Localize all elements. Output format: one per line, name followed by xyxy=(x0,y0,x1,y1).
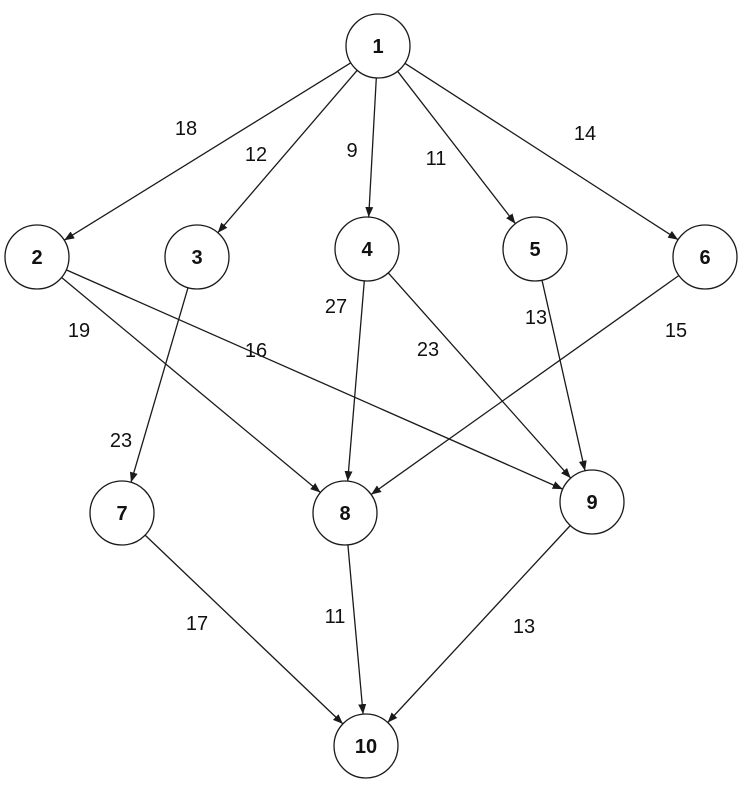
edge-weight-8-10: 11 xyxy=(325,606,346,628)
edge-weight-6-8: 15 xyxy=(665,320,687,342)
node-2: 2 xyxy=(4,224,70,290)
edge-weight-1-5: 11 xyxy=(426,148,447,170)
node-8-label: 8 xyxy=(339,503,350,525)
edge-3-to-7-arrow xyxy=(129,287,189,483)
node-4: 4 xyxy=(334,216,400,282)
edge-7-to-10-arrow xyxy=(144,534,344,725)
edge-weight-5-9: 13 xyxy=(525,307,547,329)
edge-1-to-2-arrow xyxy=(63,62,352,241)
edge-weight-7-10: 17 xyxy=(186,613,208,635)
edge-1-to-6-arrow xyxy=(404,62,679,241)
edge-weight-3-7: 23 xyxy=(110,430,132,452)
node-7: 7 xyxy=(89,480,155,546)
node-7-label: 7 xyxy=(116,503,127,525)
edge-9-to-10-arrow xyxy=(387,525,571,723)
edge-weight-4-8: 27 xyxy=(325,296,347,318)
edge-4-to-8-arrow xyxy=(344,280,365,482)
node-6-circle xyxy=(672,224,738,290)
edge-8-to-10-arrow xyxy=(347,544,367,715)
edge-2-to-8-arrow xyxy=(61,277,321,493)
node-3-circle xyxy=(164,224,230,290)
node-8: 8 xyxy=(312,480,378,546)
node-5-label: 5 xyxy=(529,239,540,261)
node-10: 10 xyxy=(333,713,399,779)
node-3: 3 xyxy=(164,224,230,290)
node-5-circle xyxy=(502,216,568,282)
node-1-circle xyxy=(345,13,411,79)
edge-4-to-9-arrow xyxy=(387,272,572,479)
edge-weight-9-10: 13 xyxy=(513,616,535,638)
node-4-label: 4 xyxy=(361,239,373,261)
edge-5-to-9-arrow xyxy=(541,280,587,471)
node-9: 9 xyxy=(559,469,625,535)
edge-weight-1-3: 12 xyxy=(245,144,267,166)
node-10-label: 10 xyxy=(355,736,377,758)
node-6: 6 xyxy=(672,224,738,290)
edges-layer xyxy=(61,62,680,725)
node-1-label: 1 xyxy=(372,36,383,58)
edge-weight-1-4: 9 xyxy=(346,140,357,162)
node-2-label: 2 xyxy=(31,247,42,269)
node-5: 5 xyxy=(502,216,568,282)
node-8-circle xyxy=(312,480,378,546)
node-4-circle xyxy=(334,216,400,282)
node-10-circle xyxy=(333,713,399,779)
edge-weight-1-2: 18 xyxy=(175,118,197,140)
node-9-circle xyxy=(559,469,625,535)
edge-weights-layer: 18 12 9 11 14 19 16 23 27 23 13 15 17 11 13 xyxy=(68,118,687,638)
edge-6-to-8-arrow xyxy=(370,274,680,496)
edge-weight-1-6: 14 xyxy=(574,123,596,145)
node-7-circle xyxy=(89,480,155,546)
edge-2-to-9-arrow xyxy=(66,269,563,490)
edge-1-to-5-arrow xyxy=(397,70,516,225)
edge-weight-2-8: 19 xyxy=(68,320,90,342)
node-3-label: 3 xyxy=(191,247,202,269)
edge-1-to-3-arrow xyxy=(217,69,358,234)
edge-weight-2-9: 16 xyxy=(245,340,267,362)
node-2-circle xyxy=(4,224,70,290)
node-1: 1 xyxy=(345,13,411,79)
node-9-label: 9 xyxy=(586,492,597,514)
edge-weight-4-9: 23 xyxy=(417,339,439,361)
node-6-label: 6 xyxy=(699,247,710,269)
edge-1-to-4-arrow xyxy=(365,77,377,218)
